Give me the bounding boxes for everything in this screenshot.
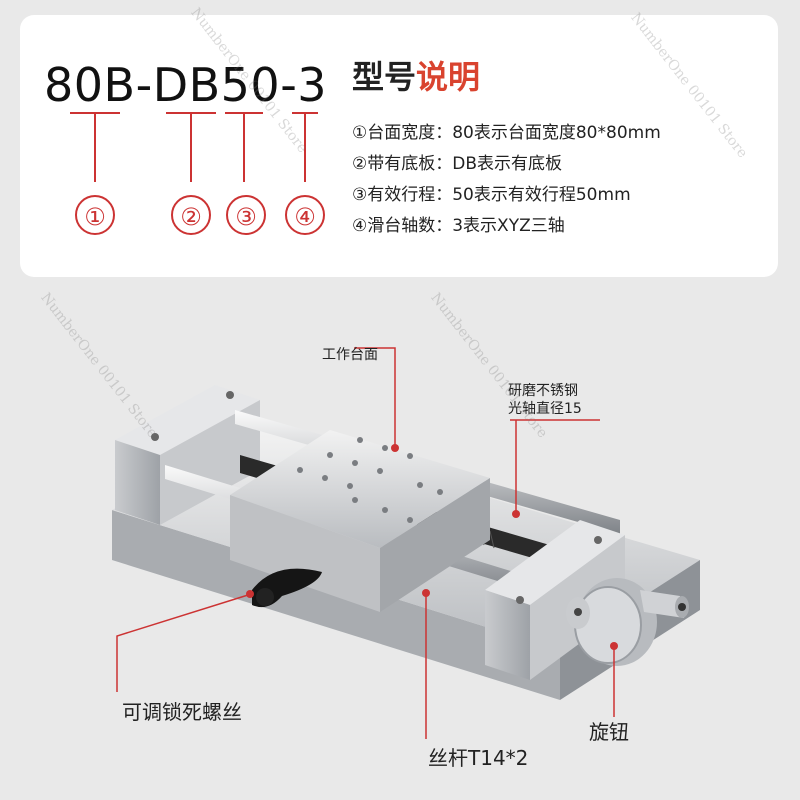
callout-lines: [116, 347, 615, 739]
bracket-2: [166, 112, 216, 182]
description-item: ④滑台轴数：3表示XYZ三轴: [352, 216, 565, 236]
lock-handle: [252, 568, 322, 608]
callout-knob: 旋钮: [589, 720, 629, 744]
callout-shaft-line2: 光轴直径15: [508, 400, 582, 417]
knob: [566, 578, 689, 666]
model-info-card: [20, 15, 778, 277]
description-item: ①台面宽度：80表示台面宽度80*80mm: [352, 123, 661, 143]
description-title-part2: 说明: [416, 58, 481, 96]
description-title: 型号说明: [352, 52, 480, 98]
callout-work-table: 工作台面: [322, 347, 378, 363]
description-item: ③有效行程：50表示有效行程50mm: [352, 185, 631, 205]
marker-4: ④: [285, 195, 325, 235]
marker-3: ③: [226, 195, 266, 235]
marker-2: ②: [171, 195, 211, 235]
model-code: 80B-DB50-3: [44, 58, 328, 112]
callout-lock-screw: 可调锁死螺丝: [122, 700, 242, 724]
carriage: [230, 430, 490, 612]
product-photo: 工作台面 研磨不锈钢 光轴直径15 可调锁死螺丝 丝杆T14*2 旋钮: [112, 347, 700, 770]
left-end-block: [115, 385, 260, 525]
callout-lead-screw: 丝杆T14*2: [428, 746, 528, 770]
bracket-4: [292, 112, 318, 182]
description-list: ①台面宽度：80表示台面宽度80*80mm ②带有底板：DB表示有底板 ③有效行…: [352, 118, 661, 242]
description-item: ②带有底板：DB表示有底板: [352, 154, 562, 174]
bracket-3: [225, 112, 263, 182]
marker-1: ①: [75, 195, 115, 235]
callout-dots: [246, 444, 618, 650]
bracket-1: [70, 112, 120, 182]
description-title-part1: 型号: [352, 58, 417, 96]
callout-shaft-line1: 研磨不锈钢: [508, 383, 578, 399]
